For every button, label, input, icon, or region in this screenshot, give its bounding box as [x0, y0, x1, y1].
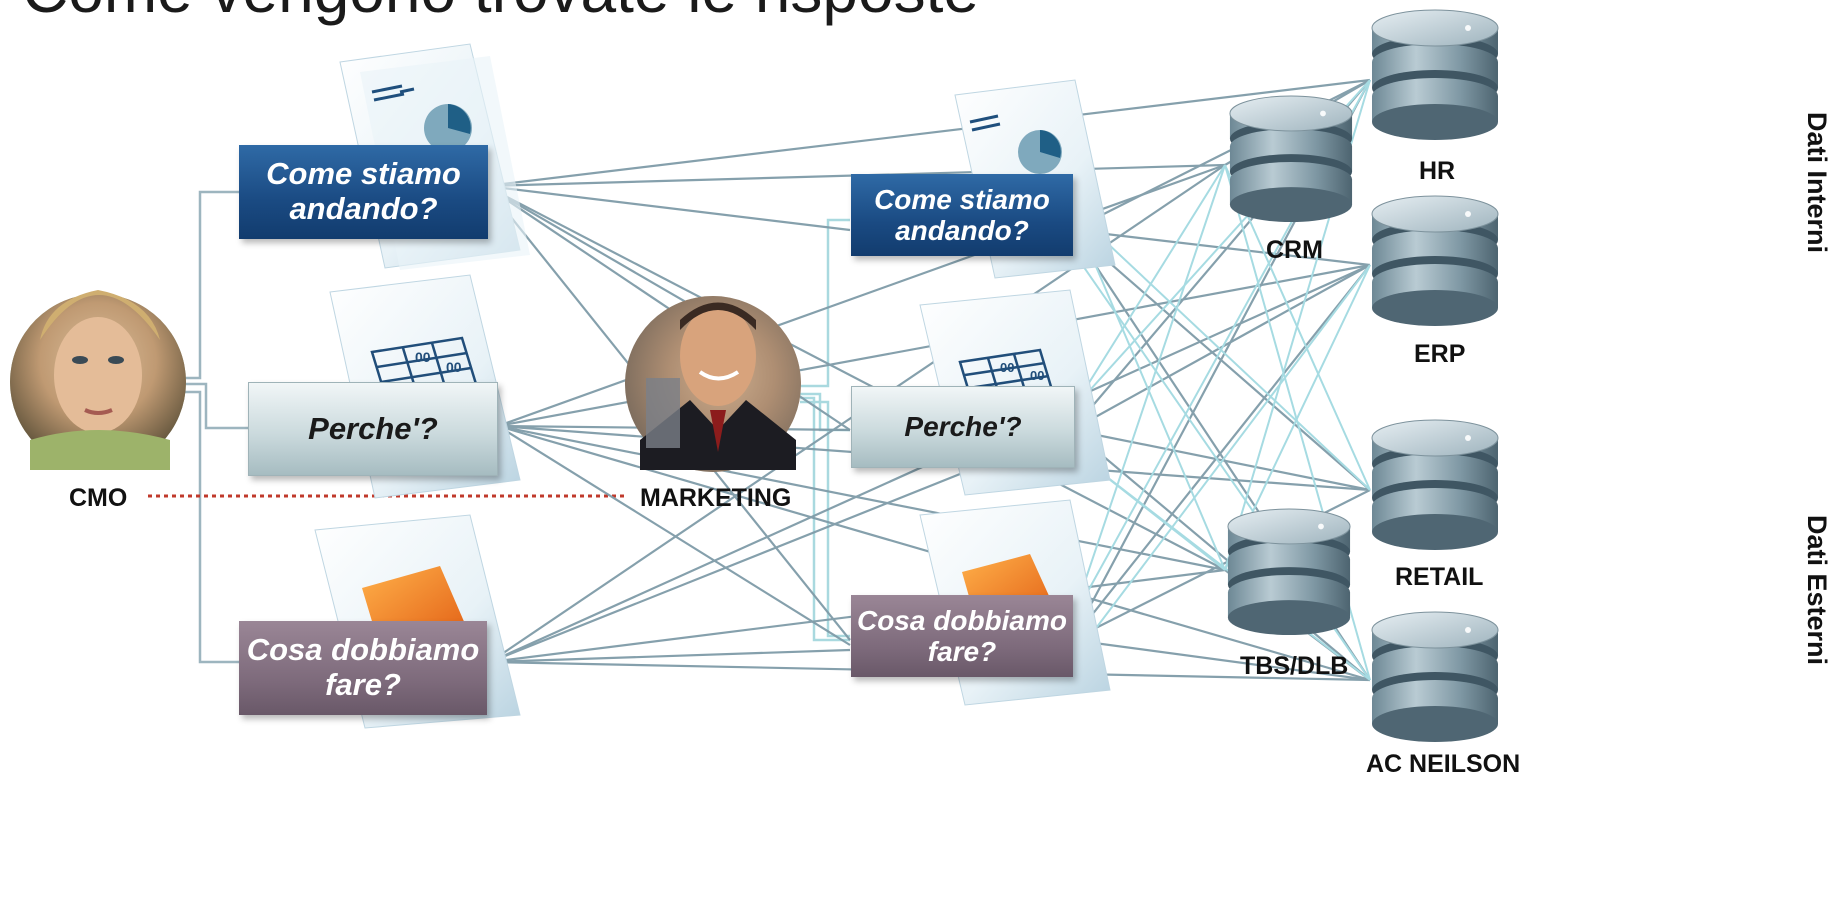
database-crm-icon — [1229, 95, 1353, 223]
group-label-external: Dati Esterni — [1802, 515, 1832, 666]
database-erp-icon — [1371, 195, 1499, 327]
question-how-cmo: Come stiamo andando? — [239, 145, 488, 239]
label-marketing: MARKETING — [640, 484, 792, 512]
label-db-ac: AC NEILSON — [1366, 750, 1521, 778]
database-hr-icon — [1371, 9, 1499, 141]
avatar-marketing — [625, 296, 801, 472]
database-retail-icon — [1371, 419, 1499, 551]
svg-text:00: 00 — [446, 359, 462, 375]
question-why-cmo: Perche'? — [248, 382, 498, 476]
question-how-marketing: Come stiamo andando? — [851, 174, 1073, 256]
label-db-tbs: TBS/DLB — [1240, 652, 1349, 680]
question-why-marketing: Perche'? — [851, 386, 1075, 468]
svg-text:00: 00 — [1030, 368, 1044, 383]
page-title: Come vengono trovate le risposte — [22, 0, 979, 22]
svg-text:00: 00 — [1000, 360, 1014, 375]
group-label-internal: Dati Interni — [1802, 112, 1832, 254]
avatar-cmo — [10, 290, 186, 470]
question-what-marketing: Cosa dobbiamo fare? — [851, 595, 1073, 677]
svg-text:00: 00 — [415, 349, 431, 365]
label-db-erp: ERP — [1414, 340, 1466, 368]
question-what-cmo: Cosa dobbiamo fare? — [239, 621, 487, 715]
database-ac-icon — [1371, 611, 1499, 743]
label-cmo: CMO — [69, 484, 128, 512]
label-db-crm: CRM — [1266, 236, 1323, 264]
label-db-retail: RETAIL — [1395, 563, 1484, 591]
database-tbs-icon — [1227, 508, 1351, 636]
label-db-hr: HR — [1419, 157, 1456, 185]
